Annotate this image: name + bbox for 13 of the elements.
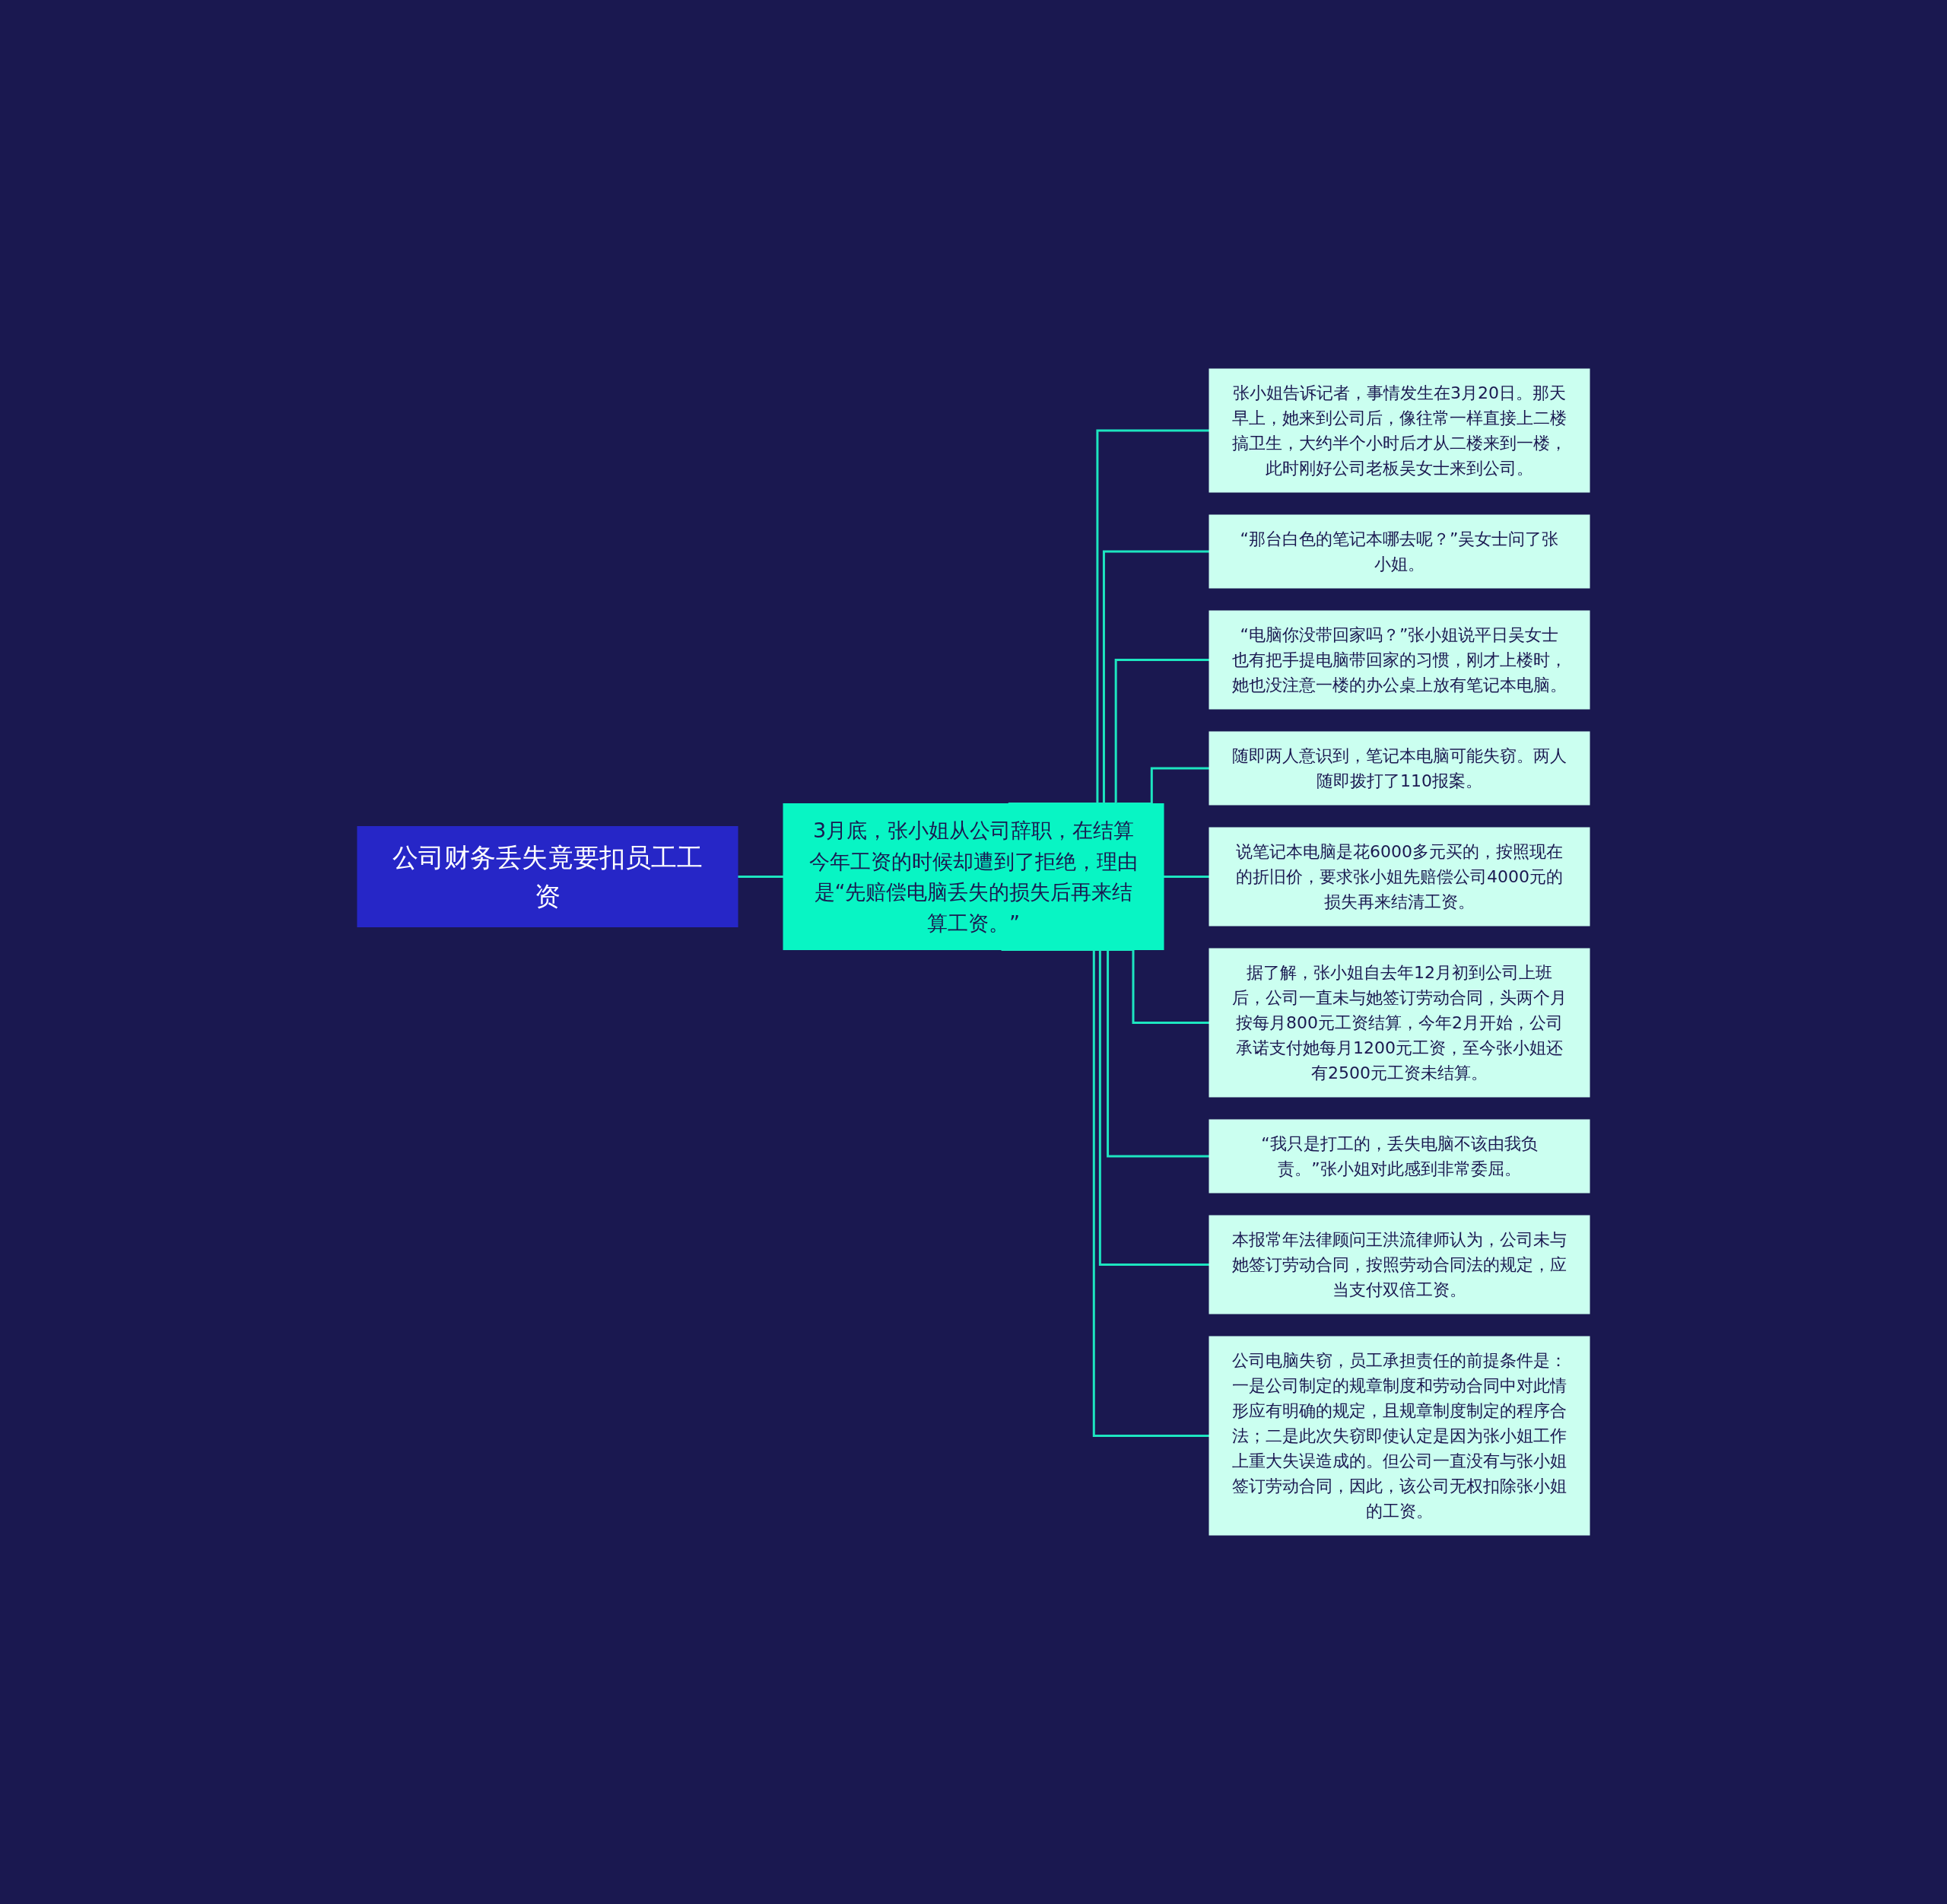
- node-box: 说笔记本电脑是花6000多元买的，按照现在的折旧价，要求张小姐先赔偿公司4000元的损失再来结清工资。: [1209, 827, 1590, 927]
- node-box: 3月底，张小姐从公司辞职，在结算今年工资的时候却遭到了拒绝，理由是“先赔偿电脑丢失的损失后再来结算工资。”: [783, 803, 1164, 950]
- connector: [1164, 876, 1209, 878]
- node-box: 公司财务丢失竟要扣员工工资: [357, 826, 738, 927]
- node-box: “电脑你没带回家吗？”张小姐说平日吴女士也有把手提电脑带回家的习惯，刚才上楼时，她也没注意一楼的办公桌上放有笔记本电脑。: [1209, 610, 1590, 710]
- node-box: 随即两人意识到，笔记本电脑可能失窃。两人随即拨打了110报案。: [1209, 731, 1590, 806]
- node-box: “那台白色的笔记本哪去呢？”吴女士问了张小姐。: [1209, 514, 1590, 589]
- connector: [738, 876, 783, 878]
- node-box: 据了解，张小姐自去年12月初到公司上班后，公司一直未与她签订劳动合同，头两个月按每月800元工资结算，今年2月开始，公司承诺支付她每月1200元工资，至今张小姐还有2500元工资未结算。: [1209, 948, 1590, 1098]
- node-box: 张小姐告诉记者，事情发生在3月20日。那天早上，她来到公司后，像往常一样直接上二楼搞卫生，大约半个小时后才从二楼来到一楼，此时刚好公司老板吴女士来到公司。: [1209, 368, 1590, 493]
- node-box: 本报常年法律顾问王洪流律师认为，公司未与她签订劳动合同，按照劳动合同法的规定，应当支付双倍工资。: [1209, 1215, 1590, 1314]
- node-box: “我只是打工的，丢失电脑不该由我负责。”张小姐对此感到非常委屈。: [1209, 1119, 1590, 1194]
- node-box: 公司电脑失窃，员工承担责任的前提条件是：一是公司制定的规章制度和劳动合同中对此情形应有明确的规定，且规章制度制定的程序合法；二是此次失窃即使认定是因为张小姐工作上重大失误造成的。但公司一直没有与张小姐签订劳动合同，因此，该公司无权扣除张小姐的工资。: [1209, 1336, 1590, 1536]
